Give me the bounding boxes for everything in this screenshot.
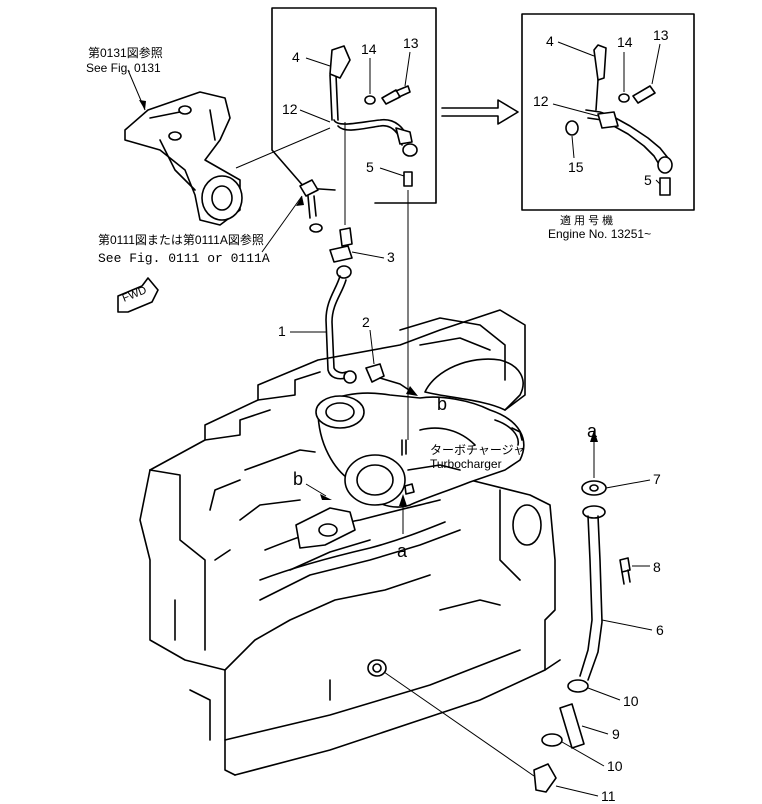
callout-2: 2 [362,314,370,330]
mounting-bracket [124,69,331,226]
inset-callout-15: 15 [568,159,584,175]
ref-fig0111-en: See Fig. 0111 or 0111A [98,251,270,266]
inset-callout-5: 5 [644,172,652,188]
arrow-to-inset [441,99,519,125]
marker-b-right: b [437,394,447,414]
engine-block: FWD [117,277,561,776]
inset-callout-14: 14 [617,34,633,50]
detail-box [271,7,437,440]
inset-applicable-jp: 適 用 号 機 [560,213,613,227]
callout-14: 14 [361,41,377,57]
callout-3: 3 [387,249,395,265]
callout-13: 13 [403,35,419,51]
drain-assembly [383,430,631,793]
turbocharger-label-jp: ターボチャージャ [430,443,525,457]
callout-8: 8 [653,559,661,575]
marker-a-bottom: a [397,541,408,561]
callout-6: 6 [656,622,664,638]
turbocharger-label-en: Turbocharger [430,457,502,471]
inset-engine-no: Engine No. 13251~ [548,227,651,241]
ref-fig0111-jp: 第0111図または第0111A図参照 [98,232,264,247]
callout-10-upper: 10 [623,693,639,709]
inset-box: 適 用 号 機 Engine No. 13251~ [521,13,695,241]
callout-1: 1 [278,323,286,339]
fwd-arrow: FWD [117,277,159,313]
callouts: 4 14 13 12 5 3 1 2 7 8 6 10 9 10 11 4 14… [278,27,669,804]
callout-4: 4 [292,49,300,65]
callout-10-lower: 10 [607,758,623,774]
callout-12: 12 [282,101,298,117]
inset-callout-4: 4 [546,33,554,49]
connection-markers: a a b b [293,394,598,561]
inset-callout-12: 12 [533,93,549,109]
marker-b-left: b [293,469,303,489]
oil-inlet-pipe [325,265,357,384]
ref-fig0131-jp: 第0131図参照 [88,45,163,60]
turbocharger: ターボチャージャ Turbocharger [315,317,525,508]
callout-9: 9 [612,726,620,742]
inset-callout-13: 13 [653,27,669,43]
callout-11: 11 [601,788,616,804]
elbow-fitting [365,363,385,383]
marker-a-top: a [587,421,598,441]
callout-7: 7 [653,471,661,487]
banjo-bolt-assembly [261,179,353,263]
callout-5: 5 [366,159,374,175]
ref-fig0131-en: See Fig. 0131 [86,61,161,75]
